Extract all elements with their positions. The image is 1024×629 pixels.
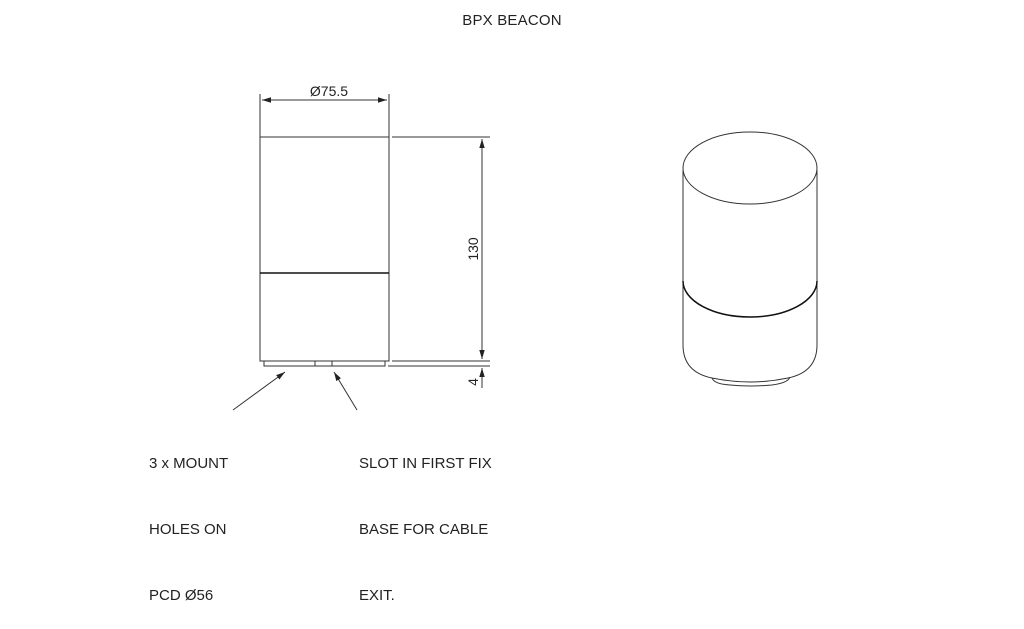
first-fix-base: [263, 360, 386, 367]
leader-lines: [232, 371, 358, 411]
base-height-dimension-label: 4: [465, 378, 481, 386]
mount-holes-leader: [232, 371, 286, 411]
iso-top-face: [682, 131, 818, 205]
technical-drawing: Ø75.5 130 4: [232, 83, 818, 411]
cable-slot-leader: [333, 371, 358, 411]
diameter-dimension-label: Ø75.5: [310, 83, 348, 99]
height-dimension: [392, 136, 490, 362]
iso-lens-divider: [682, 280, 818, 318]
cable-slot-note-line-1: SLOT IN FIRST FIX: [359, 455, 492, 472]
cable-slot-note-line-2: BASE FOR CABLE: [359, 521, 489, 538]
cable-slot-note: SLOT IN FIRST FIX BASE FOR CABLE EXIT.: [359, 409, 492, 629]
cable-slot-note-line-3: EXIT.: [359, 587, 395, 604]
drawing-title: BPX BEACON: [462, 12, 562, 29]
front-view: [259, 136, 390, 367]
diameter-dimension: [259, 94, 390, 137]
iso-bottom-edge: [682, 344, 818, 383]
mount-holes-note-line-3: PCD Ø56: [149, 587, 214, 604]
mount-holes-note-line-1: 3 x MOUNT: [149, 455, 229, 472]
height-dimension-label: 130: [465, 237, 481, 261]
mount-holes-note-line-2: HOLES ON: [149, 521, 227, 538]
beacon-body-outline: [259, 136, 390, 362]
iso-base-ring: [711, 376, 791, 387]
mount-holes-note: 3 x MOUNT HOLES ON PCD Ø56: [149, 409, 228, 629]
base-height-dimension: [388, 365, 490, 388]
isometric-view: [682, 131, 818, 387]
